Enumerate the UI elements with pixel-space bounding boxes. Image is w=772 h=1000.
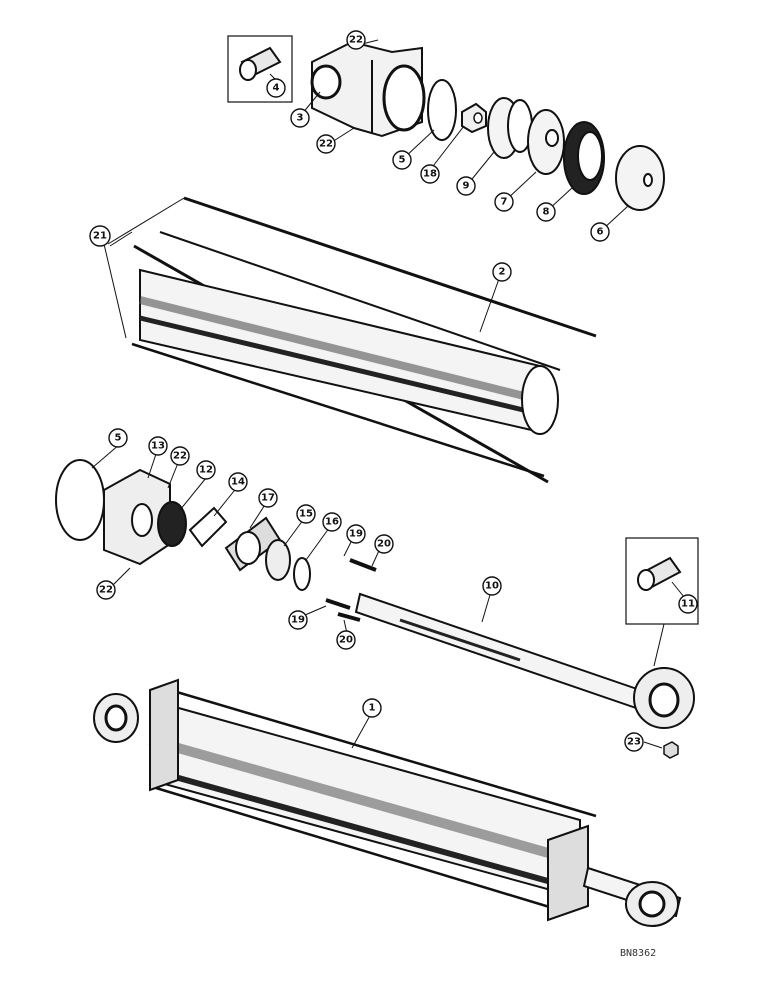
callout-14: 14	[228, 472, 248, 492]
callout-5-middle: 5	[108, 428, 128, 448]
nut	[461, 102, 487, 134]
callout-17: 17	[258, 488, 278, 508]
gasket	[188, 506, 228, 548]
reference-code: BN8362	[620, 948, 656, 959]
gland	[224, 516, 282, 572]
piston	[527, 109, 565, 175]
svg-text:9: 9	[463, 181, 470, 192]
svg-text:1: 1	[369, 703, 376, 714]
svg-text:5: 5	[115, 433, 122, 444]
piston-packing	[563, 121, 605, 195]
svg-text:4: 4	[273, 83, 280, 94]
callout-13: 13	[148, 436, 168, 456]
svg-text:12: 12	[199, 465, 213, 476]
callout-21: 21	[89, 225, 111, 247]
callout-11: 11	[678, 594, 698, 614]
callout-16: 16	[322, 512, 342, 532]
svg-text:22: 22	[349, 35, 363, 46]
callout-19-lower: 19	[288, 610, 308, 630]
svg-text:7: 7	[501, 197, 508, 208]
callout-1: 1	[362, 698, 382, 718]
svg-text:16: 16	[325, 517, 339, 528]
callout-20-lower: 20	[336, 630, 356, 650]
callout-12: 12	[196, 460, 216, 480]
rod-end-cap	[103, 468, 171, 566]
callout-22-second: 22	[316, 134, 336, 154]
svg-text:6: 6	[597, 227, 604, 238]
svg-text:14: 14	[231, 477, 245, 488]
svg-text:23: 23	[627, 737, 641, 748]
callout-22-third: 22	[170, 446, 190, 466]
nut-23	[663, 741, 679, 759]
svg-text:13: 13	[151, 441, 165, 452]
svg-text:3: 3	[297, 113, 304, 124]
callout-19-upper: 19	[346, 524, 366, 544]
callout-8: 8	[536, 202, 556, 222]
svg-text:20: 20	[377, 539, 391, 550]
callout-4: 4	[266, 78, 286, 98]
callout-9: 9	[456, 176, 476, 196]
o-ring-middle	[55, 459, 105, 541]
svg-text:22: 22	[99, 585, 113, 596]
svg-text:17: 17	[261, 493, 275, 504]
svg-text:20: 20	[339, 635, 353, 646]
svg-text:5: 5	[399, 155, 406, 166]
rod-seal	[157, 501, 187, 547]
cylinder-tube	[139, 268, 559, 435]
svg-text:22: 22	[319, 139, 333, 150]
wiper	[265, 539, 291, 581]
callout-20-upper: 20	[374, 534, 394, 554]
wear-ring	[487, 97, 533, 159]
svg-text:19: 19	[291, 615, 305, 626]
piston-end	[615, 145, 665, 211]
svg-text:19: 19	[349, 529, 363, 540]
svg-text:15: 15	[299, 509, 313, 520]
callout-7: 7	[494, 192, 514, 212]
svg-text:18: 18	[423, 169, 437, 180]
callout-6: 6	[590, 222, 610, 242]
assembled-cylinder	[93, 678, 682, 927]
callout-5-top: 5	[392, 150, 412, 170]
callout-15: 15	[296, 504, 316, 524]
svg-text:21: 21	[93, 231, 107, 242]
inset-bushing-4	[227, 35, 293, 103]
head-end-cap	[310, 40, 426, 138]
svg-text:8: 8	[543, 207, 550, 218]
o-ring-top	[427, 79, 457, 141]
callout-10: 10	[482, 576, 502, 596]
rod-eye	[633, 667, 695, 729]
callout-22-top: 22	[346, 30, 366, 50]
svg-text:11: 11	[681, 599, 695, 610]
callout-18: 18	[420, 164, 440, 184]
svg-text:22: 22	[173, 451, 187, 462]
inset-bushing-11	[625, 537, 699, 625]
svg-text:10: 10	[485, 581, 499, 592]
callout-23: 23	[624, 732, 644, 752]
callout-2: 2	[492, 262, 512, 282]
piston-rod	[354, 592, 642, 710]
callout-22-fourth: 22	[96, 580, 116, 600]
retaining-ring	[293, 557, 311, 591]
callout-3: 3	[290, 108, 310, 128]
svg-text:2: 2	[499, 267, 506, 278]
